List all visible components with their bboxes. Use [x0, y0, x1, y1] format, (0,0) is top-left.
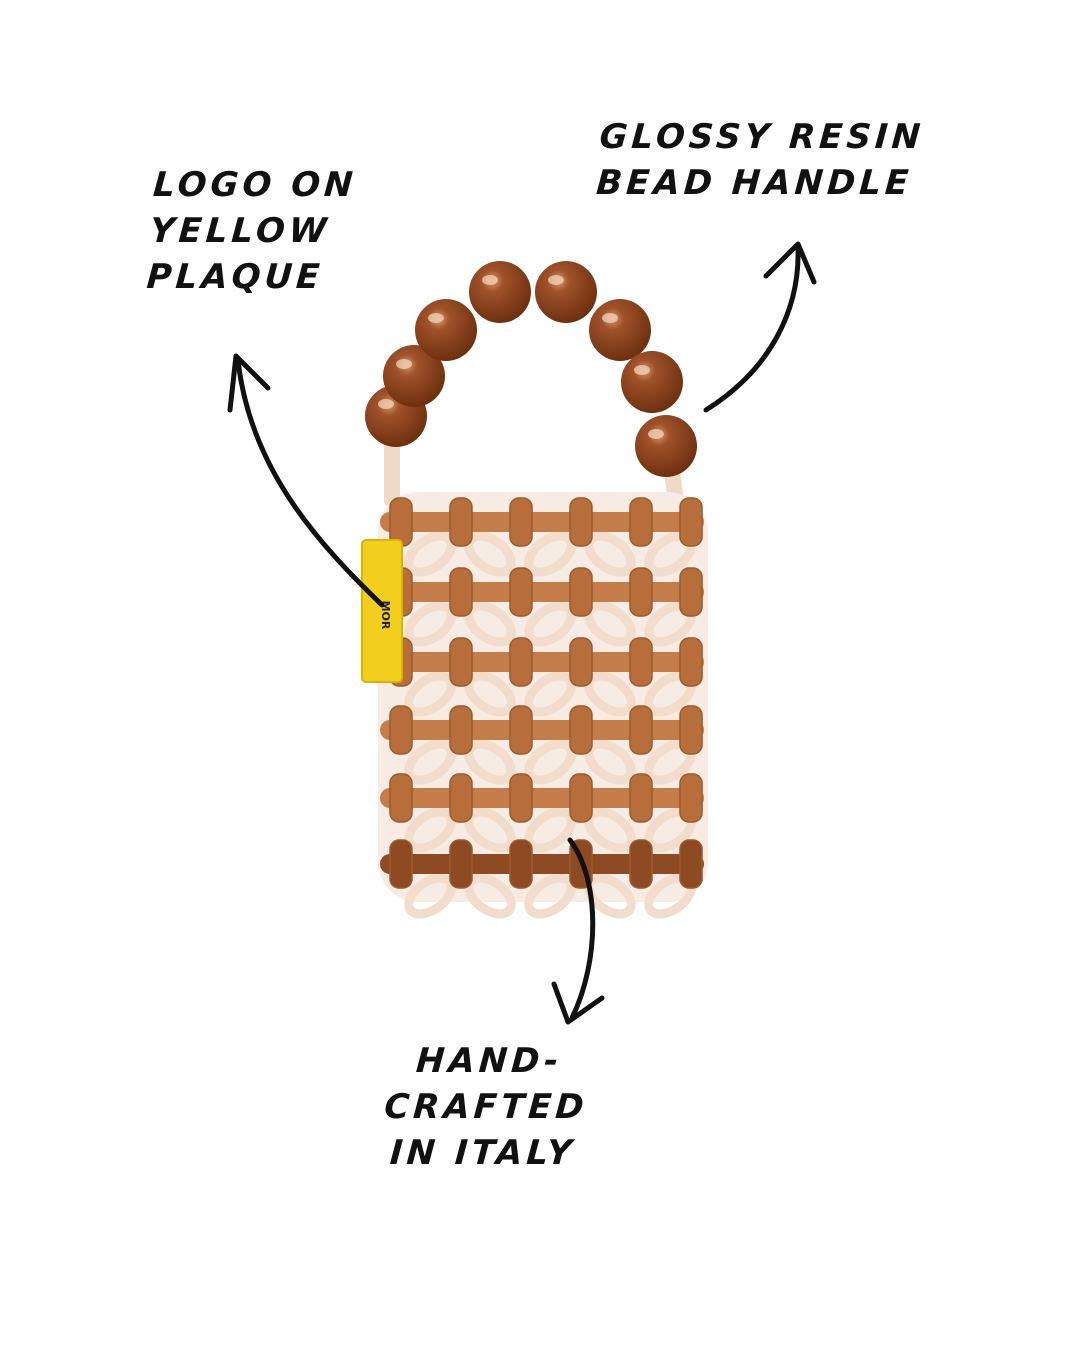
caramel-ring	[389, 705, 413, 755]
caramel-ring	[679, 497, 703, 547]
caramel-ring	[449, 567, 473, 617]
bead-highlight	[634, 365, 650, 375]
caramel-ring	[569, 705, 593, 755]
arrow-up-icon	[763, 241, 817, 285]
caramel-band	[380, 788, 704, 808]
caramel-ring	[449, 637, 473, 687]
caramel-ring	[509, 497, 533, 547]
caramel-band	[380, 720, 704, 740]
cream-link	[404, 739, 456, 785]
resin-bead	[635, 415, 697, 477]
resin-bead	[589, 299, 651, 361]
caramel-ring	[509, 705, 533, 755]
caramel-ring	[509, 567, 533, 617]
caramel-ring	[679, 773, 703, 823]
caramel-ring	[679, 839, 703, 889]
cream-link	[524, 671, 576, 717]
cream-link	[524, 531, 576, 577]
caramel-ring	[629, 773, 653, 823]
caramel-ring	[449, 497, 473, 547]
caramel-ring	[509, 637, 533, 687]
woven-bag-body	[378, 492, 708, 919]
cream-link	[524, 739, 576, 785]
caramel-ring	[569, 637, 593, 687]
bead-highlight	[548, 275, 564, 285]
cream-link	[404, 531, 456, 577]
bead-handle	[365, 261, 697, 508]
caramel-ring	[449, 773, 473, 823]
arrow-up-icon	[227, 353, 271, 413]
arrow-down-icon	[567, 837, 596, 1021]
resin-bead	[535, 261, 597, 323]
caramel-band	[380, 652, 704, 672]
cream-link	[404, 601, 456, 647]
caramel-ring	[449, 705, 473, 755]
caramel-ring	[629, 637, 653, 687]
caramel-ring	[389, 773, 413, 823]
arrow-up-icon	[235, 357, 385, 608]
caramel-ring	[679, 567, 703, 617]
bead-highlight	[602, 313, 618, 323]
yellow-logo-tag: MOR	[361, 539, 403, 683]
caramel-ring	[569, 773, 593, 823]
resin-bead	[469, 261, 531, 323]
caramel-band	[380, 854, 704, 874]
caramel-ring	[629, 567, 653, 617]
caramel-band	[380, 512, 704, 532]
caramel-band	[380, 582, 704, 602]
caramel-ring	[449, 839, 473, 889]
bead-highlight	[428, 313, 444, 323]
resin-bead	[415, 299, 477, 361]
caramel-ring	[679, 637, 703, 687]
caramel-ring	[389, 839, 413, 889]
caramel-ring	[389, 497, 413, 547]
arrow-up-icon	[703, 245, 801, 413]
caramel-ring	[629, 705, 653, 755]
caramel-ring	[629, 839, 653, 889]
caramel-ring	[569, 497, 593, 547]
bead-highlight	[648, 429, 664, 439]
resin-bead	[621, 351, 683, 413]
caramel-ring	[509, 839, 533, 889]
arrow-down-icon	[551, 981, 605, 1025]
bead-highlight	[378, 399, 394, 409]
cream-link	[524, 601, 576, 647]
cream-link	[524, 873, 576, 919]
bead-highlight	[396, 359, 412, 369]
cream-link	[404, 873, 456, 919]
bead-highlight	[482, 275, 498, 285]
caramel-ring	[629, 497, 653, 547]
cream-link	[404, 671, 456, 717]
caramel-ring	[569, 567, 593, 617]
caramel-ring	[509, 773, 533, 823]
caramel-ring	[679, 705, 703, 755]
tag-logo-text: MOR	[379, 601, 392, 630]
